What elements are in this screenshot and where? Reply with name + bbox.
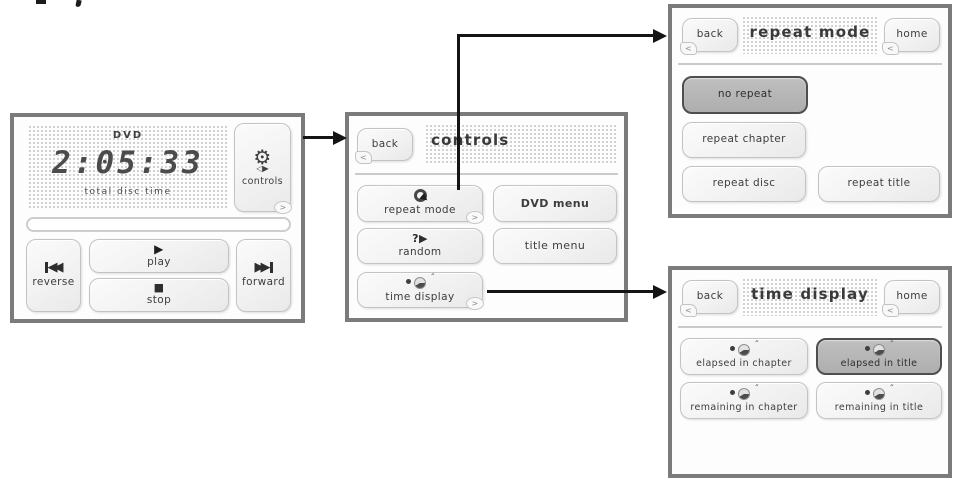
back-button[interactable]: back <: [680, 280, 738, 317]
repeat-title-button[interactable]: repeat title: [818, 166, 940, 202]
controls-button[interactable]: ⚙ ◁▶ controls >: [234, 123, 292, 214]
repeat-chapter-button[interactable]: repeat chapter: [682, 122, 806, 158]
left-right-triangles-icon: ◁▶: [256, 164, 269, 174]
elapsed-in-chapter-label: elapsed in chapter: [696, 358, 792, 370]
back-tab-icon: <: [355, 151, 372, 164]
back-tab-icon: <: [882, 42, 899, 55]
controls-button-label: controls: [241, 176, 284, 188]
reverse-button[interactable]: ◀◀ reverse: [26, 239, 81, 312]
random-icon: ?▶: [412, 231, 428, 245]
repeat-chapter-button-label: repeat chapter: [702, 133, 786, 146]
pie-clock-icon: ″: [729, 340, 759, 357]
random-button[interactable]: ?▶ random: [357, 228, 483, 264]
pie-clock-icon: ″: [729, 384, 759, 401]
play-button[interactable]: ▶ play: [89, 239, 229, 273]
stop-icon: ■: [153, 281, 165, 295]
dvd-screen-panel: DVD 2:05:33 total disc time ⚙ ◁▶ control…: [10, 113, 305, 323]
screen-title-area: controls: [425, 124, 616, 164]
back-tab-icon: <: [680, 304, 697, 317]
repeat-icon: [413, 189, 427, 203]
gear-icon: ⚙: [253, 145, 272, 170]
screen-title-area: time display: [742, 278, 878, 316]
flow-arrowhead: [653, 284, 667, 299]
repeat-title-button-label: repeat title: [847, 177, 911, 190]
forward-button-label: forward: [241, 276, 286, 289]
pie-clock-icon: ″: [864, 340, 894, 357]
screen-title-area: repeat mode: [742, 16, 878, 54]
screen-title: time display: [751, 285, 869, 303]
home-button[interactable]: home <: [882, 280, 940, 317]
skip-back-icon: ◀◀: [44, 261, 64, 274]
lcd-display: DVD 2:05:33 total disc time: [28, 125, 228, 209]
title-menu-button-label: title menu: [524, 239, 586, 253]
no-repeat-button-label: no repeat: [717, 88, 773, 101]
time-display-screen-panel: back < time display home < ″ elapsed in …: [668, 266, 952, 478]
home-button-label: home: [896, 290, 928, 303]
screen-title: repeat mode: [749, 23, 871, 41]
repeat-mode-button-label: repeat mode: [384, 204, 456, 217]
remaining-in-chapter-button[interactable]: ″ remaining in chapter: [680, 382, 808, 419]
disc-time-readout: 2:05:33: [52, 145, 204, 181]
back-button[interactable]: back <: [355, 128, 413, 164]
forward-button[interactable]: ▶▶ forward: [236, 239, 291, 312]
flow-arrow-dvd-to-controls: [303, 136, 334, 139]
flow-arrowhead: [653, 28, 667, 43]
divider: [355, 173, 618, 175]
pie-clock-icon: ″: [864, 384, 894, 401]
more-tab-icon: >: [466, 297, 484, 310]
flow-arrow-repeatmode-vertical: [457, 34, 460, 190]
elapsed-in-title-button[interactable]: ″ elapsed in title: [816, 338, 942, 375]
time-display-button-label: time display: [385, 290, 455, 303]
divider: [678, 63, 942, 65]
play-button-label: play: [147, 255, 171, 268]
remaining-in-title-button[interactable]: ″ remaining in title: [816, 382, 942, 419]
remaining-in-chapter-label: remaining in chapter: [690, 402, 798, 414]
repeat-mode-button[interactable]: repeat mode >: [357, 185, 484, 224]
back-button-label: back: [696, 28, 724, 41]
random-button-label: random: [398, 245, 442, 258]
remaining-in-title-label: remaining in title: [834, 402, 924, 414]
dvd-menu-button[interactable]: DVD menu: [493, 185, 617, 222]
cropped-text-fragment: [75, 0, 82, 8]
time-display-button[interactable]: ″ time display >: [357, 272, 484, 310]
flow-arrow-repeatmode-horizontal: [457, 34, 654, 37]
time-caption: total disc time: [84, 187, 172, 197]
back-button-label: back: [371, 137, 399, 150]
dvd-menu-button-label: DVD menu: [520, 196, 590, 210]
back-tab-icon: <: [680, 42, 697, 55]
reverse-button-label: reverse: [32, 276, 75, 289]
progress-bar: [26, 217, 291, 232]
back-button[interactable]: back <: [680, 18, 738, 55]
elapsed-in-chapter-button[interactable]: ″ elapsed in chapter: [680, 338, 808, 375]
flow-arrowhead: [333, 130, 347, 145]
stop-button[interactable]: ■ stop: [89, 278, 229, 312]
controls-screen-panel: back < controls repeat mode > DVD menu ?…: [345, 112, 628, 322]
back-tab-icon: <: [882, 304, 899, 317]
repeat-disc-button-label: repeat disc: [712, 177, 776, 190]
play-icon: ▶: [154, 241, 164, 256]
title-menu-button[interactable]: title menu: [493, 228, 617, 264]
divider: [678, 326, 942, 328]
no-repeat-button[interactable]: no repeat: [682, 76, 808, 114]
elapsed-in-title-label: elapsed in title: [840, 358, 918, 370]
pie-clock-icon: ″: [405, 273, 435, 290]
flow-arrow-timedisplay: [487, 290, 654, 293]
more-tab-icon: >: [274, 201, 292, 214]
back-button-label: back: [696, 290, 724, 303]
repeat-mode-screen-panel: back < repeat mode home < no repeat repe…: [668, 4, 952, 218]
home-button-label: home: [896, 28, 928, 41]
source-label: DVD: [112, 130, 144, 141]
cropped-text-fragment: [36, 0, 46, 4]
repeat-disc-button[interactable]: repeat disc: [682, 166, 806, 202]
stop-button-label: stop: [146, 294, 172, 307]
more-tab-icon: >: [466, 211, 484, 224]
skip-forward-icon: ▶▶: [255, 261, 273, 274]
screen-title: controls: [431, 131, 510, 149]
home-button[interactable]: home <: [882, 18, 940, 55]
